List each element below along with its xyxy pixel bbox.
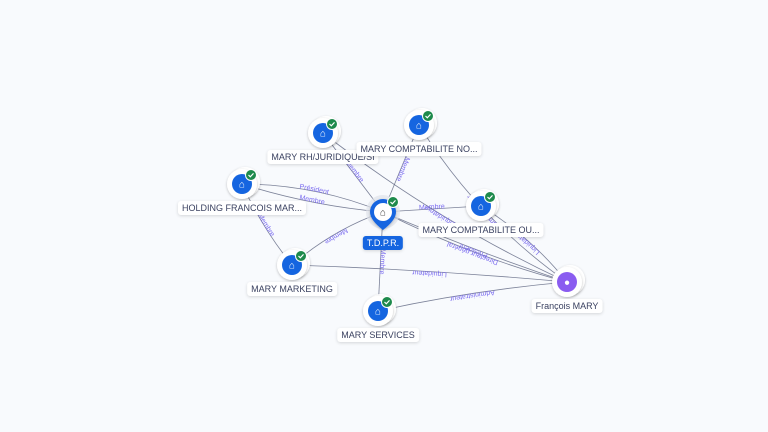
- node-no[interactable]: ⌂: [404, 108, 437, 140]
- node-label[interactable]: MARY COMPTABILITE OU...: [418, 223, 544, 237]
- node-tdpr[interactable]: ⌂: [366, 195, 400, 230]
- building-icon: ⌂: [380, 208, 386, 219]
- verified-check-icon: [245, 169, 257, 181]
- verified-check-icon: [326, 118, 338, 130]
- edge-label: Président: [299, 184, 330, 197]
- building-icon: ⌂: [320, 129, 326, 140]
- node-label[interactable]: MARY SERVICES: [337, 328, 419, 342]
- edge: [480, 205, 568, 283]
- edge-label: Membre: [419, 203, 445, 212]
- edge: [377, 281, 568, 312]
- node-label[interactable]: MARY COMPTABILITE NO...: [356, 142, 482, 156]
- edge-label: Liquidateur: [411, 268, 447, 277]
- verified-check-icon: [381, 296, 393, 308]
- node-label[interactable]: François MARY: [531, 299, 603, 313]
- building-icon: ⌂: [239, 180, 245, 191]
- node-label[interactable]: MARY RH/JURIDIQUE/SI: [267, 150, 379, 164]
- node-francois[interactable]: ●: [552, 265, 585, 297]
- edge-label: Membre: [299, 194, 326, 206]
- node-marketing[interactable]: ⌂: [277, 248, 310, 280]
- node-label[interactable]: T.D.P.R.: [362, 236, 404, 250]
- verified-check-icon: [295, 250, 307, 262]
- edge: [382, 211, 568, 283]
- edge-label: Membre: [394, 156, 410, 183]
- edge-label: Administrateur: [449, 288, 495, 302]
- edge-label: Membre: [323, 226, 349, 245]
- verified-check-icon: [387, 196, 399, 208]
- verified-check-icon: [422, 110, 434, 122]
- node-label[interactable]: HOLDING FRANCOIS MAR...: [177, 201, 307, 215]
- node-ou[interactable]: ⌂: [466, 189, 499, 221]
- edge-label: Membre: [378, 249, 386, 275]
- building-icon: ⌂: [416, 121, 422, 132]
- building-icon: ⌂: [375, 307, 381, 318]
- node-rh[interactable]: ⌂: [308, 116, 341, 148]
- edge-label: Membre: [256, 213, 275, 239]
- building-icon: ⌂: [289, 261, 295, 272]
- node-label[interactable]: MARY MARKETING: [247, 282, 337, 296]
- person-icon: ●: [564, 278, 570, 289]
- edge: [382, 211, 568, 283]
- building-icon: ⌂: [478, 202, 484, 213]
- verified-check-icon: [484, 191, 496, 203]
- node-services[interactable]: ⌂: [363, 294, 396, 326]
- edge: [291, 264, 568, 283]
- node-holding[interactable]: ⌂: [227, 167, 260, 199]
